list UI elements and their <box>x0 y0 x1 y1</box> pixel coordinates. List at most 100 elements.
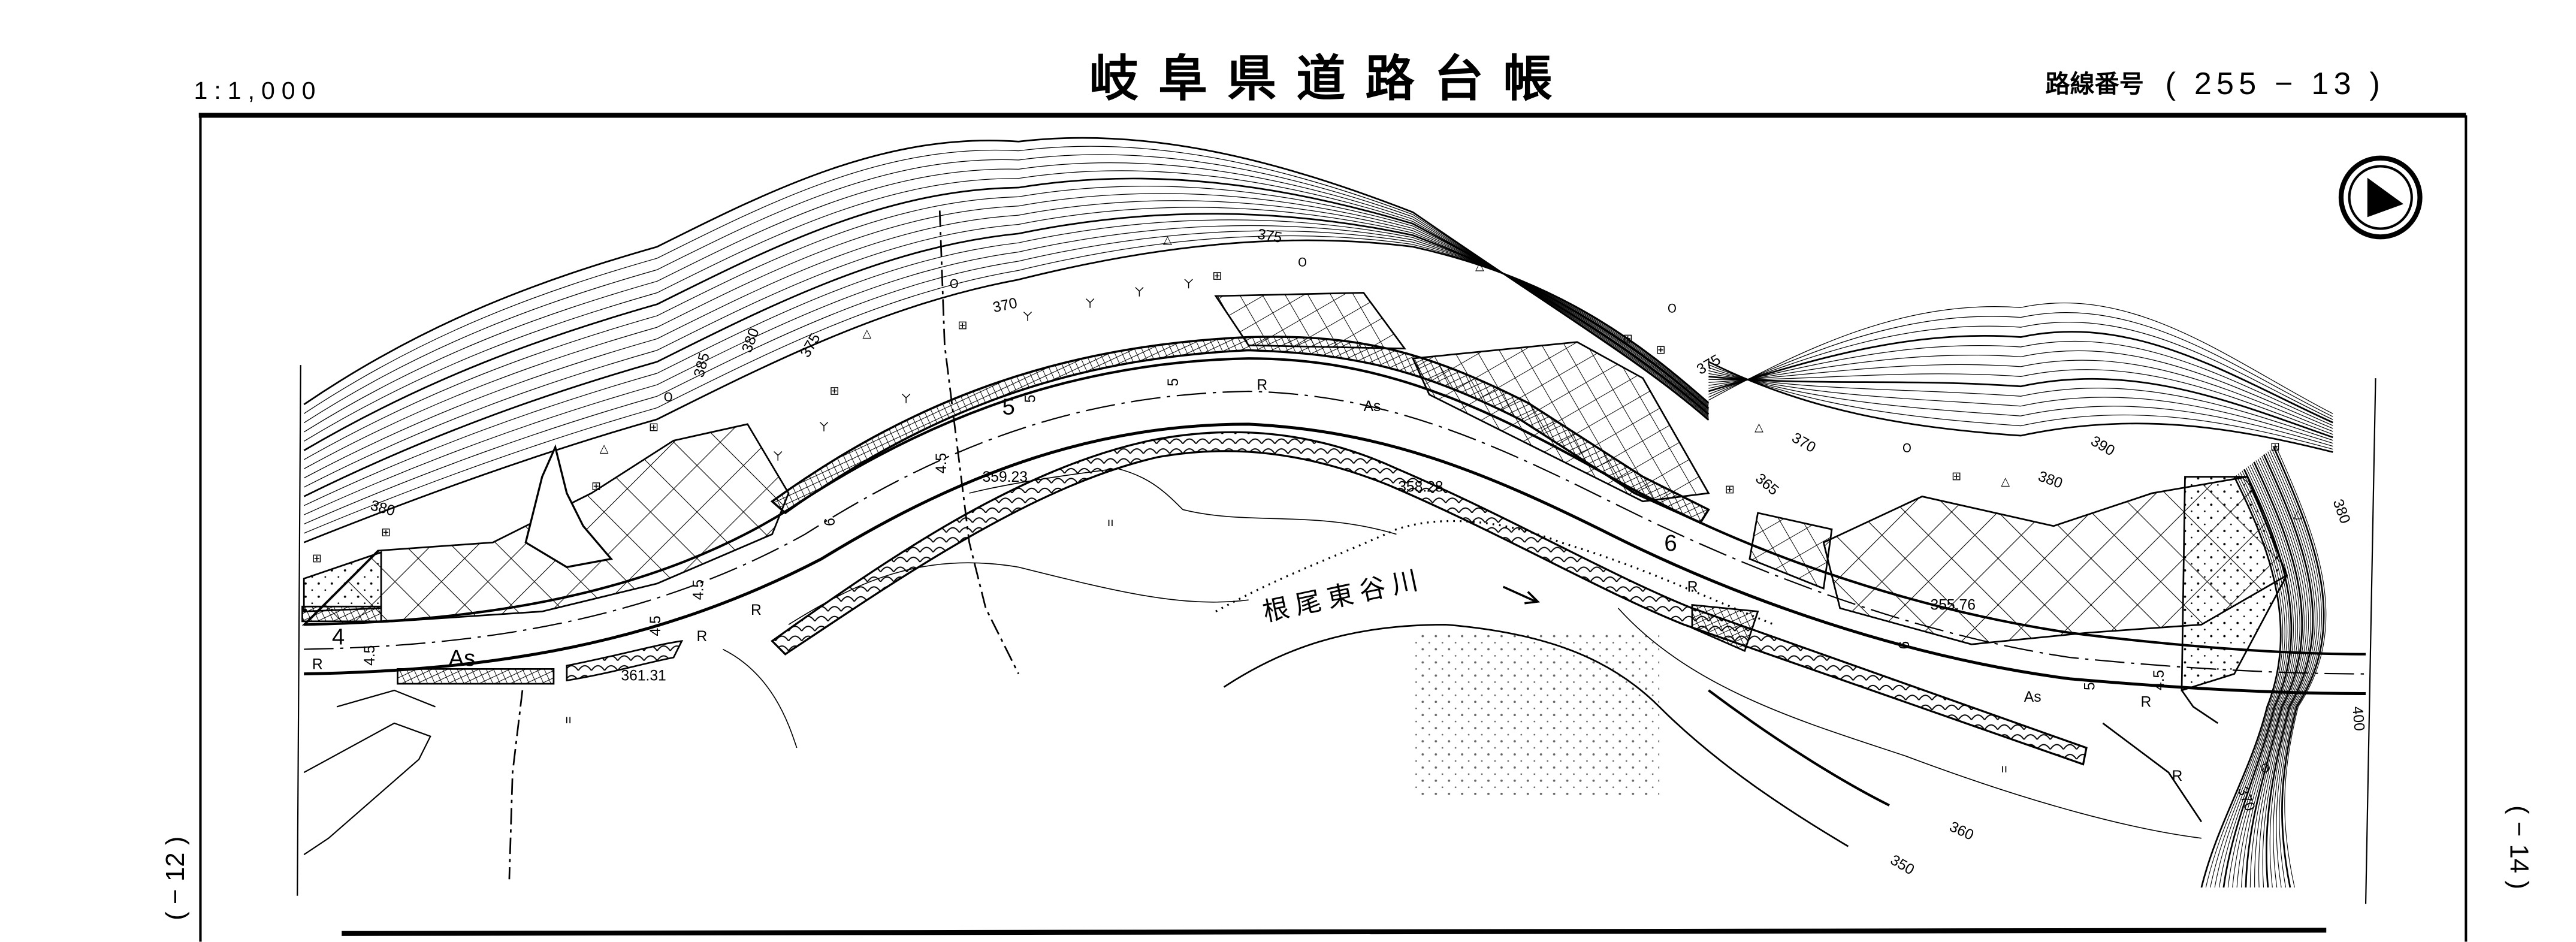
elevation-point: 359.23 <box>983 469 1028 485</box>
road-width: 5 <box>1165 378 1182 387</box>
retaining-wall-lower-left <box>397 668 555 685</box>
road-width: 4.5 <box>690 579 706 600</box>
cutting-slope-right <box>2181 476 2288 692</box>
retaining-mark: R <box>312 656 323 672</box>
contour-line <box>1708 361 2333 453</box>
north-arrow-icon <box>2338 155 2423 240</box>
elevation-point: 355.76 <box>1931 597 1976 614</box>
contour-line <box>2232 466 2296 888</box>
elevation-point: 361.31 <box>621 668 666 684</box>
contour-line <box>2263 454 2314 888</box>
contour-line <box>1708 340 2333 426</box>
map-symbol-icon: O <box>1902 441 1911 455</box>
scale-label: 1:1,000 <box>194 77 322 104</box>
contour-line <box>2269 449 2320 888</box>
contour-line <box>2271 448 2323 888</box>
contour-label: 375 <box>798 331 824 360</box>
contour-label: 375 <box>1694 352 1723 378</box>
contour-label: 390 <box>2088 433 2117 460</box>
contour-label: 365 <box>1752 470 1781 499</box>
map-symbol-icon: △ <box>2001 474 2010 488</box>
map-symbol-icon: O <box>1298 256 1307 270</box>
contour-line <box>303 213 1710 497</box>
retaining-wall-upper <box>770 336 1710 524</box>
map-symbol-icon: ⊞ <box>1212 269 1222 283</box>
flow-arrow-icon <box>1502 585 1541 605</box>
map-symbol-icon: △ <box>1475 259 1484 273</box>
contour-label: 380 <box>739 326 762 355</box>
map-symbol-icon: ıı <box>2001 762 2007 775</box>
contour-label: 400 <box>2349 706 2367 732</box>
map-symbol-icon: ㄚ <box>1022 310 1033 324</box>
map-symbol-icon: ⊞ <box>381 525 391 539</box>
contour-line <box>303 193 1709 469</box>
river-revetment <box>771 431 2088 766</box>
road-lower-edge <box>304 422 2366 695</box>
road-width: 5 <box>1022 395 1038 403</box>
retaining-mark: R <box>1257 377 1267 393</box>
retaining-mark: R <box>2140 694 2151 710</box>
field-area-upper <box>1214 292 1406 350</box>
map-right-limit <box>2364 378 2376 904</box>
contour-label: 370 <box>991 295 1019 316</box>
map-symbol-icon: ⊞ <box>1623 331 1633 345</box>
side-road-right <box>2102 690 2219 823</box>
contour-line <box>1708 312 2333 417</box>
contour-line <box>2227 467 2294 888</box>
contour-label: 385 <box>691 351 713 379</box>
retaining-mark: R <box>751 602 762 618</box>
contour-line <box>1708 360 2333 432</box>
map-symbol-icon: △ <box>1163 233 1172 246</box>
map-symbol-icon: ㄚ <box>1134 285 1145 299</box>
contour-label: 380 <box>2036 468 2065 491</box>
contour-line <box>1708 370 2333 444</box>
map-symbol-icon: △ <box>862 327 871 340</box>
contour-lines-upper <box>303 137 1710 544</box>
contour-label: 370 <box>1789 430 1818 456</box>
contour-line <box>2245 461 2303 888</box>
map-symbol-icon: ⊞ <box>2270 440 2280 454</box>
road-width: 4.5 <box>934 453 950 473</box>
contour-line <box>1708 331 2333 424</box>
map-symbol-icon: ⊞ <box>958 318 967 332</box>
retaining-mark: R <box>1687 579 1698 596</box>
terrain-line-3 <box>1617 608 2201 839</box>
retaining-mark: R <box>696 629 707 645</box>
map-bottom-line <box>342 928 2327 936</box>
contour-line <box>303 170 1709 442</box>
river-sandbar <box>1412 633 1660 798</box>
terrain-line-5 <box>722 648 798 748</box>
section-number: 4 <box>332 624 345 650</box>
terrain-line-2 <box>788 562 1249 626</box>
route-number: ( 255 − 13 ) <box>2166 67 2385 101</box>
road-width: 4.5 <box>362 645 378 666</box>
road-width: 6 <box>1896 641 1913 650</box>
surface-mark: As <box>2024 689 2042 705</box>
map-symbol-icon: ㄚ <box>900 392 911 406</box>
map-symbol-icon: ㄚ <box>1085 297 1096 310</box>
retaining-mark: R <box>2172 768 2183 784</box>
road-width: 6 <box>822 518 838 526</box>
contour-line <box>2275 445 2327 888</box>
side-road-left <box>303 689 436 856</box>
map-symbol-icon: ⊞ <box>649 420 659 434</box>
adjacent-sheet-right: ( − 14 ) <box>2504 805 2533 889</box>
section-number: 5 <box>1002 394 1014 419</box>
map-symbol-icon: ⊞ <box>830 384 839 398</box>
contour-line <box>1708 367 2333 447</box>
adjacent-sheet-left: ( − 12 ) <box>161 837 190 920</box>
map-symbol-icon: △ <box>1754 420 1763 434</box>
revetment-lower-left <box>566 640 684 682</box>
river-name: 根尾東谷川 <box>1260 564 1427 628</box>
contour-line <box>303 225 1709 515</box>
river-bank-upper <box>1215 520 1775 626</box>
surface-mark: As <box>1364 398 1381 415</box>
section-number: 6 <box>1664 530 1677 556</box>
retaining-wall-left-edge <box>301 605 382 623</box>
contour-line <box>1708 375 2333 439</box>
map-symbol-icon: ⊞ <box>1725 482 1735 496</box>
contour-line <box>1708 322 2333 420</box>
map-symbol-icon: O <box>950 277 959 291</box>
contour-line <box>2267 451 2318 888</box>
